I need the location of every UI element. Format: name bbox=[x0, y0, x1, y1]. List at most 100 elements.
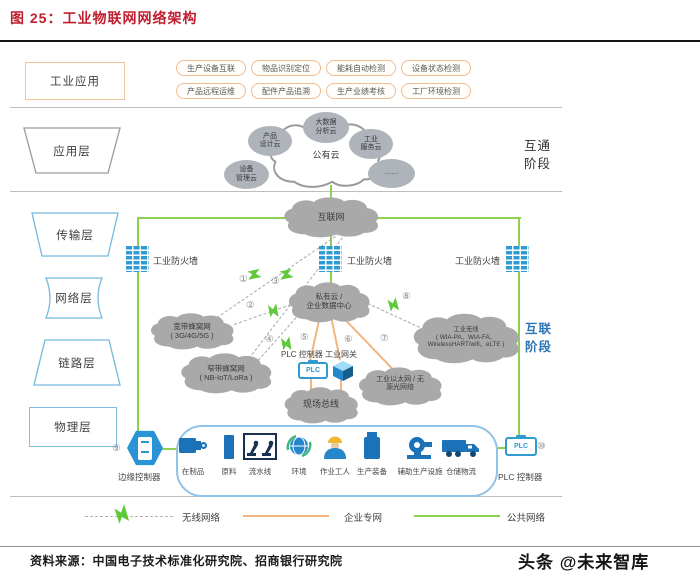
satellite-text: 分析云 bbox=[315, 127, 337, 135]
device-label: 流水线 bbox=[248, 467, 272, 476]
satellite-text: 设备 bbox=[239, 166, 254, 174]
link-number-3: ③ bbox=[271, 276, 280, 287]
legend-wireless-line bbox=[85, 516, 173, 517]
stage-interconnect-label: 互联 阶段 bbox=[525, 320, 552, 356]
app-tag: 物品识别定位 bbox=[251, 60, 321, 76]
cloud-text: ( WIA-PA、WIA-FA、 bbox=[435, 333, 497, 341]
green-line bbox=[137, 217, 139, 433]
production-equipment-icon bbox=[364, 432, 380, 459]
raw-material-icon bbox=[224, 435, 234, 459]
device-label: 环境 bbox=[291, 467, 307, 476]
layer-label: 传输层 bbox=[56, 230, 94, 242]
legend-public-line bbox=[414, 515, 500, 517]
satellite-text: 产品 bbox=[263, 132, 277, 140]
app-tag: 设备状态检测 bbox=[401, 60, 471, 76]
app-tag: 产品远程运维 bbox=[176, 83, 246, 99]
layer-transport: 传输层 bbox=[30, 212, 120, 258]
watermark: 头条 @未来智库 bbox=[518, 553, 650, 572]
firewall-label: 工业防火墙 bbox=[455, 256, 501, 266]
layer-label: 网络层 bbox=[55, 293, 93, 305]
green-line bbox=[157, 448, 179, 450]
logistics-truck-icon bbox=[442, 440, 479, 457]
layer-application: 应用层 bbox=[22, 127, 122, 175]
environment-globe-icon bbox=[286, 434, 312, 458]
stage-text: 互联 bbox=[525, 322, 553, 336]
device-label: 辅助生产设施 bbox=[397, 467, 443, 476]
cloud-ellipsis: …… bbox=[368, 159, 415, 188]
cloud-text: 企业数据中心 bbox=[306, 301, 352, 310]
plc-controller-icon: PLC bbox=[505, 437, 537, 456]
cloud-text: 工业无线 bbox=[453, 326, 479, 333]
server-glyph bbox=[138, 437, 152, 460]
narrowband-cloud-label: 窄带蜂窝网 ( NB-IoT/LoRa ) bbox=[179, 364, 273, 382]
cloud-device-management: 设备 管理云 bbox=[224, 160, 269, 189]
gateway-icon bbox=[333, 361, 353, 381]
cloud-industrial-service: 工业 服务云 bbox=[349, 129, 393, 159]
application-tags: 生产设备互联 物品识别定位 能耗自动检测 设备状态检测 产品远程运维 配件产品追… bbox=[176, 60, 471, 99]
stage-text: 阶段 bbox=[525, 340, 553, 355]
plc-controller-label: PLC 控制器 bbox=[498, 472, 543, 482]
divider-top bbox=[10, 107, 562, 108]
device-label: 原料 bbox=[221, 467, 237, 476]
layer-label: 工业应用 bbox=[50, 76, 100, 88]
figure-title: 图 25：工业物联网网络架构 bbox=[10, 10, 198, 26]
cloud-product-design: 产品 设计云 bbox=[248, 126, 292, 156]
link-number-6: ⑥ bbox=[344, 334, 353, 345]
satellite-text: 服务云 bbox=[360, 144, 382, 151]
app-tag: 配件产品追溯 bbox=[251, 83, 321, 99]
stage-text: 互通 bbox=[524, 139, 552, 153]
app-tag: 生产业绩考核 bbox=[326, 83, 396, 99]
app-tag: 生产设备互联 bbox=[176, 60, 246, 76]
title-underline bbox=[0, 40, 700, 42]
cloud-text: 窄带蜂窝网 bbox=[207, 364, 245, 373]
cloud-bigdata-analytics: 大数据 分析云 bbox=[303, 112, 349, 143]
source-note: 资料来源：中国电子技术标准化研究院、招商银行研究院 bbox=[30, 554, 343, 568]
stage-text: 阶段 bbox=[524, 157, 552, 172]
link-number-1: ① bbox=[239, 274, 248, 285]
satellite-text: 大数据 bbox=[315, 119, 337, 127]
industrial-wireless-cloud-label: 工业无线 ( WIA-PA、WIA-FA、 WirelessHART/wifi、… bbox=[406, 326, 526, 349]
legend-enterprise-line bbox=[243, 515, 329, 517]
cloud-text: 源光网络 bbox=[386, 384, 414, 392]
assembly-line-icon bbox=[243, 433, 277, 460]
ethernet-cloud-label: 工业以太网 / 无 源光网络 bbox=[359, 376, 441, 393]
satellite-text: 工业 bbox=[364, 135, 378, 143]
legend-wireless-label: 无线网络 bbox=[182, 513, 221, 524]
link-number-10: ⑩ bbox=[537, 441, 546, 452]
plc-gateway-row-label: PLC 控制器 工业网关 bbox=[281, 350, 358, 359]
layer-label: 应用层 bbox=[53, 146, 91, 158]
device-label: 生产装备 bbox=[357, 467, 387, 476]
satellite-text: …… bbox=[384, 169, 399, 177]
plc-text: PLC bbox=[306, 367, 320, 374]
green-line bbox=[518, 217, 520, 440]
satellite-text: 设计云 bbox=[259, 141, 281, 148]
device-label: 在制品 bbox=[181, 467, 205, 476]
worker-icon bbox=[324, 436, 346, 459]
cloud-text: WirelessHART/wifi、eLTE ) bbox=[427, 341, 505, 349]
cloud-text: ( NB-IoT/LoRa ) bbox=[199, 373, 253, 382]
device-label: 作业工人 bbox=[320, 467, 350, 476]
link-number-7: ⑦ bbox=[380, 333, 389, 344]
layer-industrial-application: 工业应用 bbox=[25, 62, 125, 100]
edge-controller-icon bbox=[127, 430, 163, 466]
auxiliary-facility-icon bbox=[407, 437, 432, 459]
broadband-cloud-label: 宽带蜂窝网 ( 3G/4G/5G ) bbox=[149, 322, 235, 340]
cloud-text: ( 3G/4G/5G ) bbox=[170, 331, 214, 340]
divider-middle bbox=[10, 191, 562, 192]
footer-rule bbox=[0, 546, 700, 547]
layer-transport-shape bbox=[31, 212, 119, 257]
public-cloud-label: 公有云 bbox=[312, 150, 340, 160]
plc-text: PLC bbox=[514, 443, 528, 450]
layer-link-shape bbox=[33, 339, 121, 386]
orange-line bbox=[340, 379, 342, 393]
green-line bbox=[330, 185, 332, 201]
layer-network-shape bbox=[45, 277, 103, 319]
layer-label: 物理层 bbox=[54, 422, 92, 434]
link-number-8: ⑧ bbox=[402, 291, 411, 302]
stage-interop-label: 互通 阶段 bbox=[524, 137, 551, 173]
plc-icon: PLC bbox=[298, 362, 328, 379]
green-line bbox=[492, 447, 508, 449]
private-cloud-label: 私有云 / 企业数据中心 bbox=[291, 292, 367, 310]
legend-public-label: 公共网络 bbox=[507, 513, 546, 524]
